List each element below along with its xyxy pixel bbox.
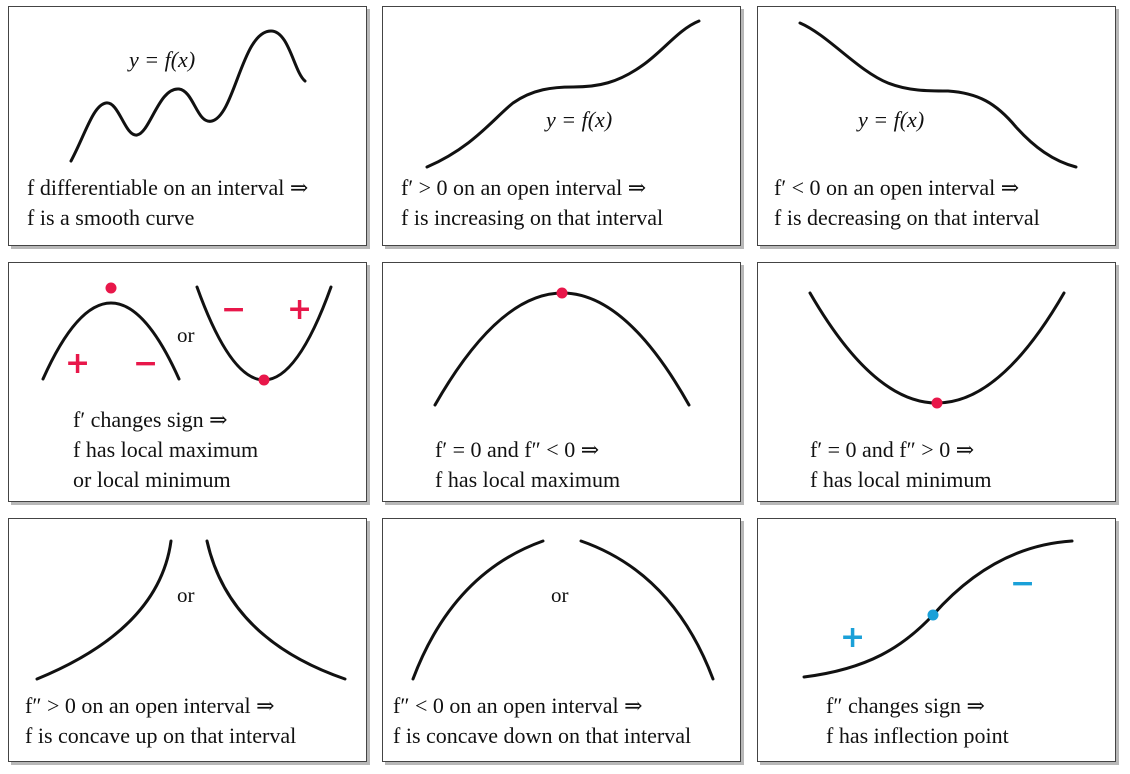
local-max-point: [105, 282, 117, 294]
local-min-point: [258, 374, 270, 386]
concave-up-graph: [35, 539, 347, 681]
increasing-curve: [425, 19, 701, 169]
or-label: or: [177, 323, 195, 347]
or-label: or: [551, 583, 569, 607]
equation-label: y = f(x): [129, 47, 196, 72]
minus-sign: −: [133, 346, 159, 381]
conclusion-text-2: or local minimum: [73, 467, 231, 492]
conclusion-text: f has local maximum: [435, 467, 621, 492]
panel-concave-down: or f″ < 0 on an open interval ⇒ f is con…: [382, 518, 741, 762]
minus-sign: −: [1010, 566, 1036, 601]
panel-sign-change: + − or − + f′ changes sign ⇒ f has local…: [8, 262, 367, 502]
inflection-point: [927, 609, 939, 621]
plus-sign: +: [287, 292, 313, 327]
panel-increasing: y = f(x) f′ > 0 on an open interval ⇒ f …: [382, 6, 741, 246]
inflection-graph: [802, 539, 1074, 679]
increasing-graph: [425, 19, 701, 169]
local-max-point: [556, 287, 568, 299]
equation-label: y = f(x): [546, 107, 613, 132]
extrema-graph: [41, 282, 333, 386]
panel-smooth-curve: y = f(x) f differentiable on an interval…: [8, 6, 367, 246]
plus-sign: +: [840, 620, 866, 655]
condition-text: f′ = 0 and f″ < 0 ⇒: [435, 437, 600, 462]
condition-text: f″ changes sign ⇒: [826, 693, 985, 718]
minus-sign: −: [221, 292, 247, 327]
maximum-graph: [433, 287, 691, 407]
condition-text: f″ > 0 on an open interval ⇒: [25, 693, 275, 718]
conclusion-text: f is decreasing on that interval: [774, 205, 1040, 230]
condition-text: f′ changes sign ⇒: [73, 407, 228, 432]
panel-decreasing: y = f(x) f′ < 0 on an open interval ⇒ f …: [757, 6, 1116, 246]
panel-inflection: + − f″ changes sign ⇒ f has inflection p…: [757, 518, 1116, 762]
concave-down-curve: [433, 291, 691, 407]
condition-text: f′ < 0 on an open interval ⇒: [774, 175, 1020, 200]
right-concave-up-curve: [205, 539, 347, 681]
local-min-point: [931, 397, 943, 409]
condition-text: f′ > 0 on an open interval ⇒: [401, 175, 647, 200]
right-concave-down-curve: [579, 539, 715, 681]
equation-label: y = f(x): [858, 107, 925, 132]
conclusion-text: f is concave down on that interval: [393, 723, 692, 748]
conclusion-text: f has local minimum: [810, 467, 992, 492]
left-concave-up-curve: [35, 539, 173, 681]
panel-concave-up: or f″ > 0 on an open interval ⇒ f is con…: [8, 518, 367, 762]
condition-text: f differentiable on an interval ⇒: [27, 175, 309, 200]
minimum-graph: [808, 291, 1066, 409]
decreasing-graph: [798, 21, 1078, 169]
decreasing-curve: [798, 21, 1078, 169]
conclusion-text: f is a smooth curve: [27, 205, 195, 230]
conclusion-text: f is increasing on that interval: [401, 205, 664, 230]
concave-up-curve: [808, 291, 1066, 405]
condition-text: f′ = 0 and f″ > 0 ⇒: [810, 437, 975, 462]
conclusion-text: f has local maximum: [73, 437, 259, 462]
concave-down-graph: [411, 539, 715, 681]
local-max-curve: [41, 301, 181, 381]
conclusion-text: f is concave up on that interval: [25, 723, 297, 748]
inflection-curve: [802, 539, 1074, 679]
panel-local-maximum: f′ = 0 and f″ < 0 ⇒ f has local maximum: [382, 262, 741, 502]
panel-local-minimum: f′ = 0 and f″ > 0 ⇒ f has local minimum: [757, 262, 1116, 502]
left-concave-down-curve: [411, 539, 545, 681]
plus-sign: +: [65, 346, 91, 381]
smooth-curve-graph: [69, 29, 307, 163]
wavy-curve: [69, 29, 307, 163]
condition-text: f″ < 0 on an open interval ⇒: [393, 693, 643, 718]
or-label: or: [177, 583, 195, 607]
conclusion-text: f has inflection point: [826, 723, 1009, 748]
